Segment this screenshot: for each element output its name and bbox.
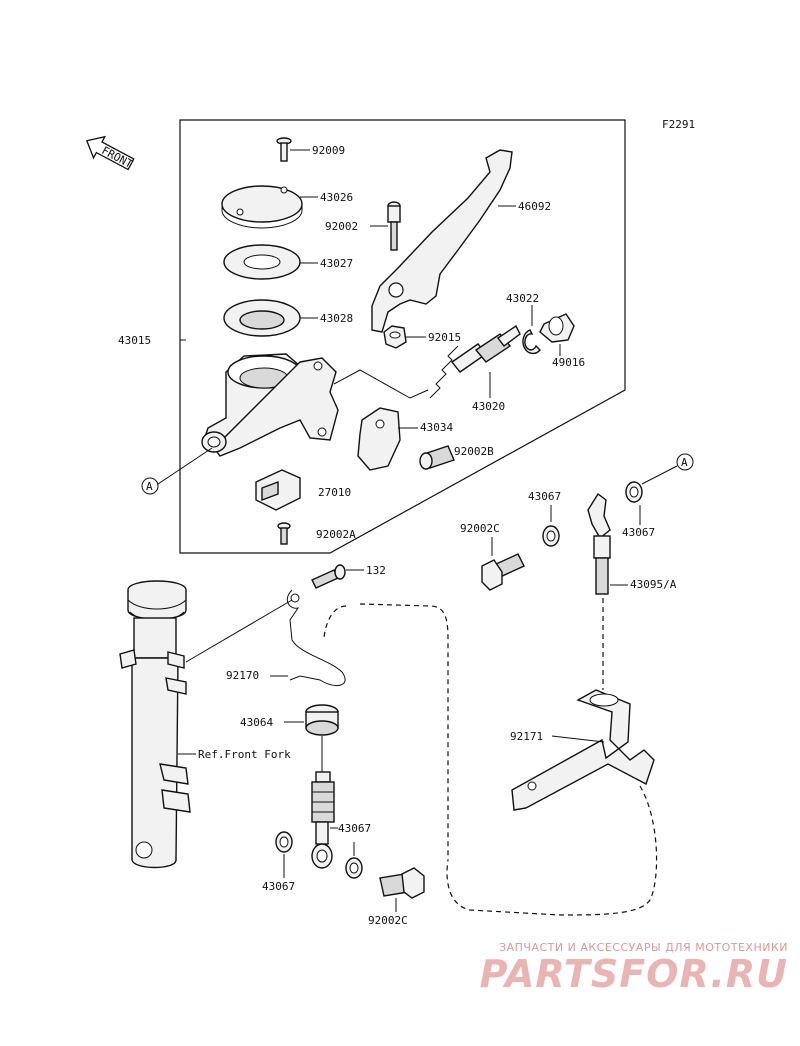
label-92002C-bottom: 92002C xyxy=(368,914,408,927)
label-46092: 46092 xyxy=(518,200,551,213)
part-43028-diaphragm xyxy=(223,299,301,337)
part-43067-washer-lower-left xyxy=(275,831,293,853)
part-43067-washer-lower-right xyxy=(345,857,363,879)
part-27010-switch xyxy=(255,469,301,511)
svg-text:A: A xyxy=(681,456,688,469)
part-92002B-bolt xyxy=(419,445,455,470)
part-43064-grommet xyxy=(305,704,339,736)
label-43020: 43020 xyxy=(472,400,505,413)
part-43026-cap xyxy=(221,185,303,229)
svg-text:A: A xyxy=(146,480,153,493)
part-43027-diaphragm-plate xyxy=(223,244,301,280)
part-92002C-bolt-bottom xyxy=(379,867,425,899)
label-43067-a: 43067 xyxy=(622,526,655,539)
label-92170: 92170 xyxy=(226,669,259,682)
label-49016: 49016 xyxy=(552,356,585,369)
ref-a-right: A xyxy=(676,453,694,471)
label-92002: 92002 xyxy=(325,220,358,233)
svg-text:FRONT: FRONT xyxy=(99,144,135,171)
part-49016-dust-boot xyxy=(539,313,575,343)
label-43028: 43028 xyxy=(320,312,353,325)
label-92009: 92009 xyxy=(312,144,345,157)
part-lower-hose-fitting xyxy=(311,771,335,869)
watermark-subtitle: ЗАПЧАСТИ И АКСЕССУАРЫ ДЛЯ МОТОТЕХНИКИ xyxy=(499,941,788,954)
part-92009-screw xyxy=(276,137,292,162)
label-ref-front-fork: Ref.Front Fork xyxy=(198,748,291,761)
part-92015-nut xyxy=(383,325,407,349)
part-92002C-bolt-top xyxy=(481,553,525,591)
part-132-bolt xyxy=(311,564,346,589)
part-43067-washer-mid xyxy=(542,525,560,547)
label-43027: 43027 xyxy=(320,257,353,270)
label-43026: 43026 xyxy=(320,191,353,204)
label-43015: 43015 xyxy=(118,334,151,347)
part-43095A-brake-hose xyxy=(587,492,611,595)
label-92015: 92015 xyxy=(428,331,461,344)
part-46092-lever xyxy=(371,149,513,333)
part-43034-clamp xyxy=(357,407,401,471)
label-43067-d: 43067 xyxy=(262,880,295,893)
diagram-code: F2291 xyxy=(662,118,695,131)
part-92002A-screw xyxy=(277,522,291,545)
label-27010: 27010 xyxy=(318,486,351,499)
part-92171-bracket xyxy=(511,689,655,811)
assembly-frame xyxy=(179,119,626,554)
label-132: 132 xyxy=(366,564,386,577)
label-92002A: 92002A xyxy=(316,528,356,541)
part-92170-hose-clamp xyxy=(286,589,346,687)
ref-a-left: A xyxy=(141,477,159,495)
watermark: ЗАПЧАСТИ И АКСЕССУАРЫ ДЛЯ МОТОТЕХНИКИ PA… xyxy=(480,941,788,994)
label-92002B: 92002B xyxy=(454,445,494,458)
part-master-cylinder-body xyxy=(201,353,339,457)
part-43022-circlip xyxy=(522,329,541,355)
part-front-fork-ref xyxy=(119,580,191,869)
part-43020-piston-kit xyxy=(429,324,521,399)
part-92002-pin xyxy=(387,201,401,251)
label-43064: 43064 xyxy=(240,716,273,729)
label-43022: 43022 xyxy=(506,292,539,305)
front-arrow-icon: FRONT xyxy=(85,135,135,171)
label-92171: 92171 xyxy=(510,730,543,743)
part-43067-washer-right xyxy=(625,481,643,503)
watermark-logo: PARTSFOR.RU xyxy=(479,952,788,996)
label-43067-b: 43067 xyxy=(528,490,561,503)
label-92002C-top: 92002C xyxy=(460,522,500,535)
label-43067-c: 43067 xyxy=(338,822,371,835)
label-43034: 43034 xyxy=(420,421,453,434)
label-43095A: 43095/A xyxy=(630,578,677,591)
